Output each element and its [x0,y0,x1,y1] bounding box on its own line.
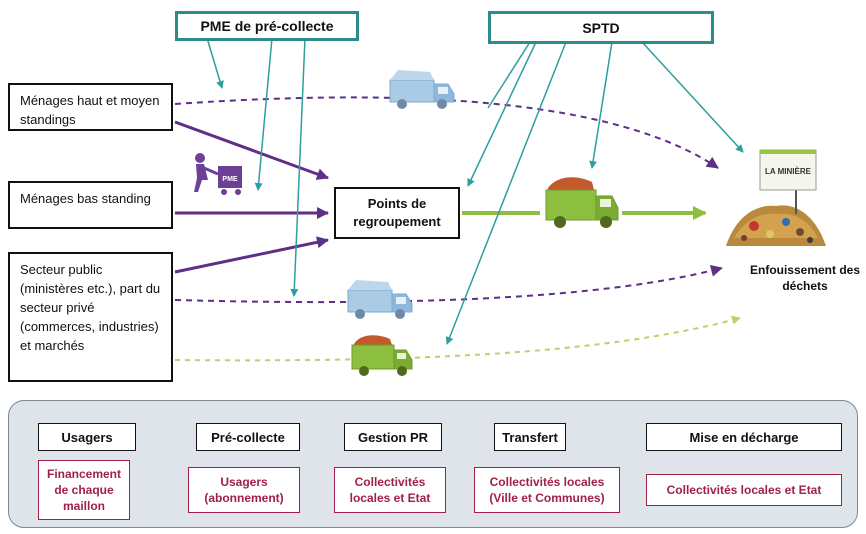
pushcart-worker-icon: PME [194,153,242,195]
flow-secteur-green-to-landfill [174,315,741,362]
green-truck-icon [545,177,619,228]
sptd-header: SPTD [488,11,714,44]
flow-secteur-to-landfill [174,264,723,304]
step-transfert: Transfert [494,423,566,451]
pme-arrow-2 [254,37,273,191]
landfill-sign: LA MINIÈRE [759,149,817,214]
landfill-sign-text: LA MINIÈRE [765,167,812,176]
flow-secteur-to-pr [174,236,329,274]
financing-pre-collecte: Usagers (abonnement) [188,467,300,513]
pme-precollecte-label: PME de pré-collecte [200,18,334,34]
pme-precollecte-header: PME de pré-collecte [175,11,359,41]
actor-menages-haut: Ménages haut et moyen standings [8,83,173,131]
sptd-arrow-3 [589,41,613,169]
financing-transfert: Collectivités locales (Ville et Communes… [474,467,620,513]
step-gestion-pr: Gestion PR [344,423,442,451]
sptd-arrow-5 [487,41,531,109]
actor-secteur-public-label: Secteur public (ministères etc.), part d… [20,262,161,353]
landfill-label: Enfouissement des déchets [749,263,861,293]
green-truck-2-icon [351,335,413,376]
actor-menages-bas: Ménages bas standing [8,181,173,229]
actor-secteur-public: Secteur public (ministères etc.), part d… [8,252,173,382]
pme-arrow-3 [290,37,306,297]
sptd-arrow-4 [641,41,744,153]
landfill-pile-icon [726,205,826,246]
blue-truck-icon [389,70,455,109]
points-regroupement-label: Points de regroupement [353,196,441,229]
actor-menages-haut-label: Ménages haut et moyen standings [20,93,160,127]
step-mise-en-decharge: Mise en décharge [646,423,842,451]
actor-menages-bas-label: Ménages bas standing [20,191,151,206]
sptd-arrow-1 [467,41,537,187]
blue-truck-2-icon [347,280,413,319]
pme-arrow-1 [206,37,224,89]
financing-usagers: Financement de chaque maillon [38,460,130,520]
step-usagers: Usagers [38,423,136,451]
points-regroupement-box: Points de regroupement [334,187,460,239]
financing-gestion-pr: Collectivités locales et Etat [334,467,446,513]
sptd-arrow-2 [445,41,567,345]
flow-menages-haut-to-pr [174,120,329,180]
financing-mise-en-decharge: Collectivités locales et Etat [646,474,842,506]
step-pre-collecte: Pré-collecte [196,423,300,451]
flow-menages-haut-to-landfill [174,96,719,169]
sptd-label: SPTD [582,19,620,36]
pushcart-label: PME [222,176,238,183]
